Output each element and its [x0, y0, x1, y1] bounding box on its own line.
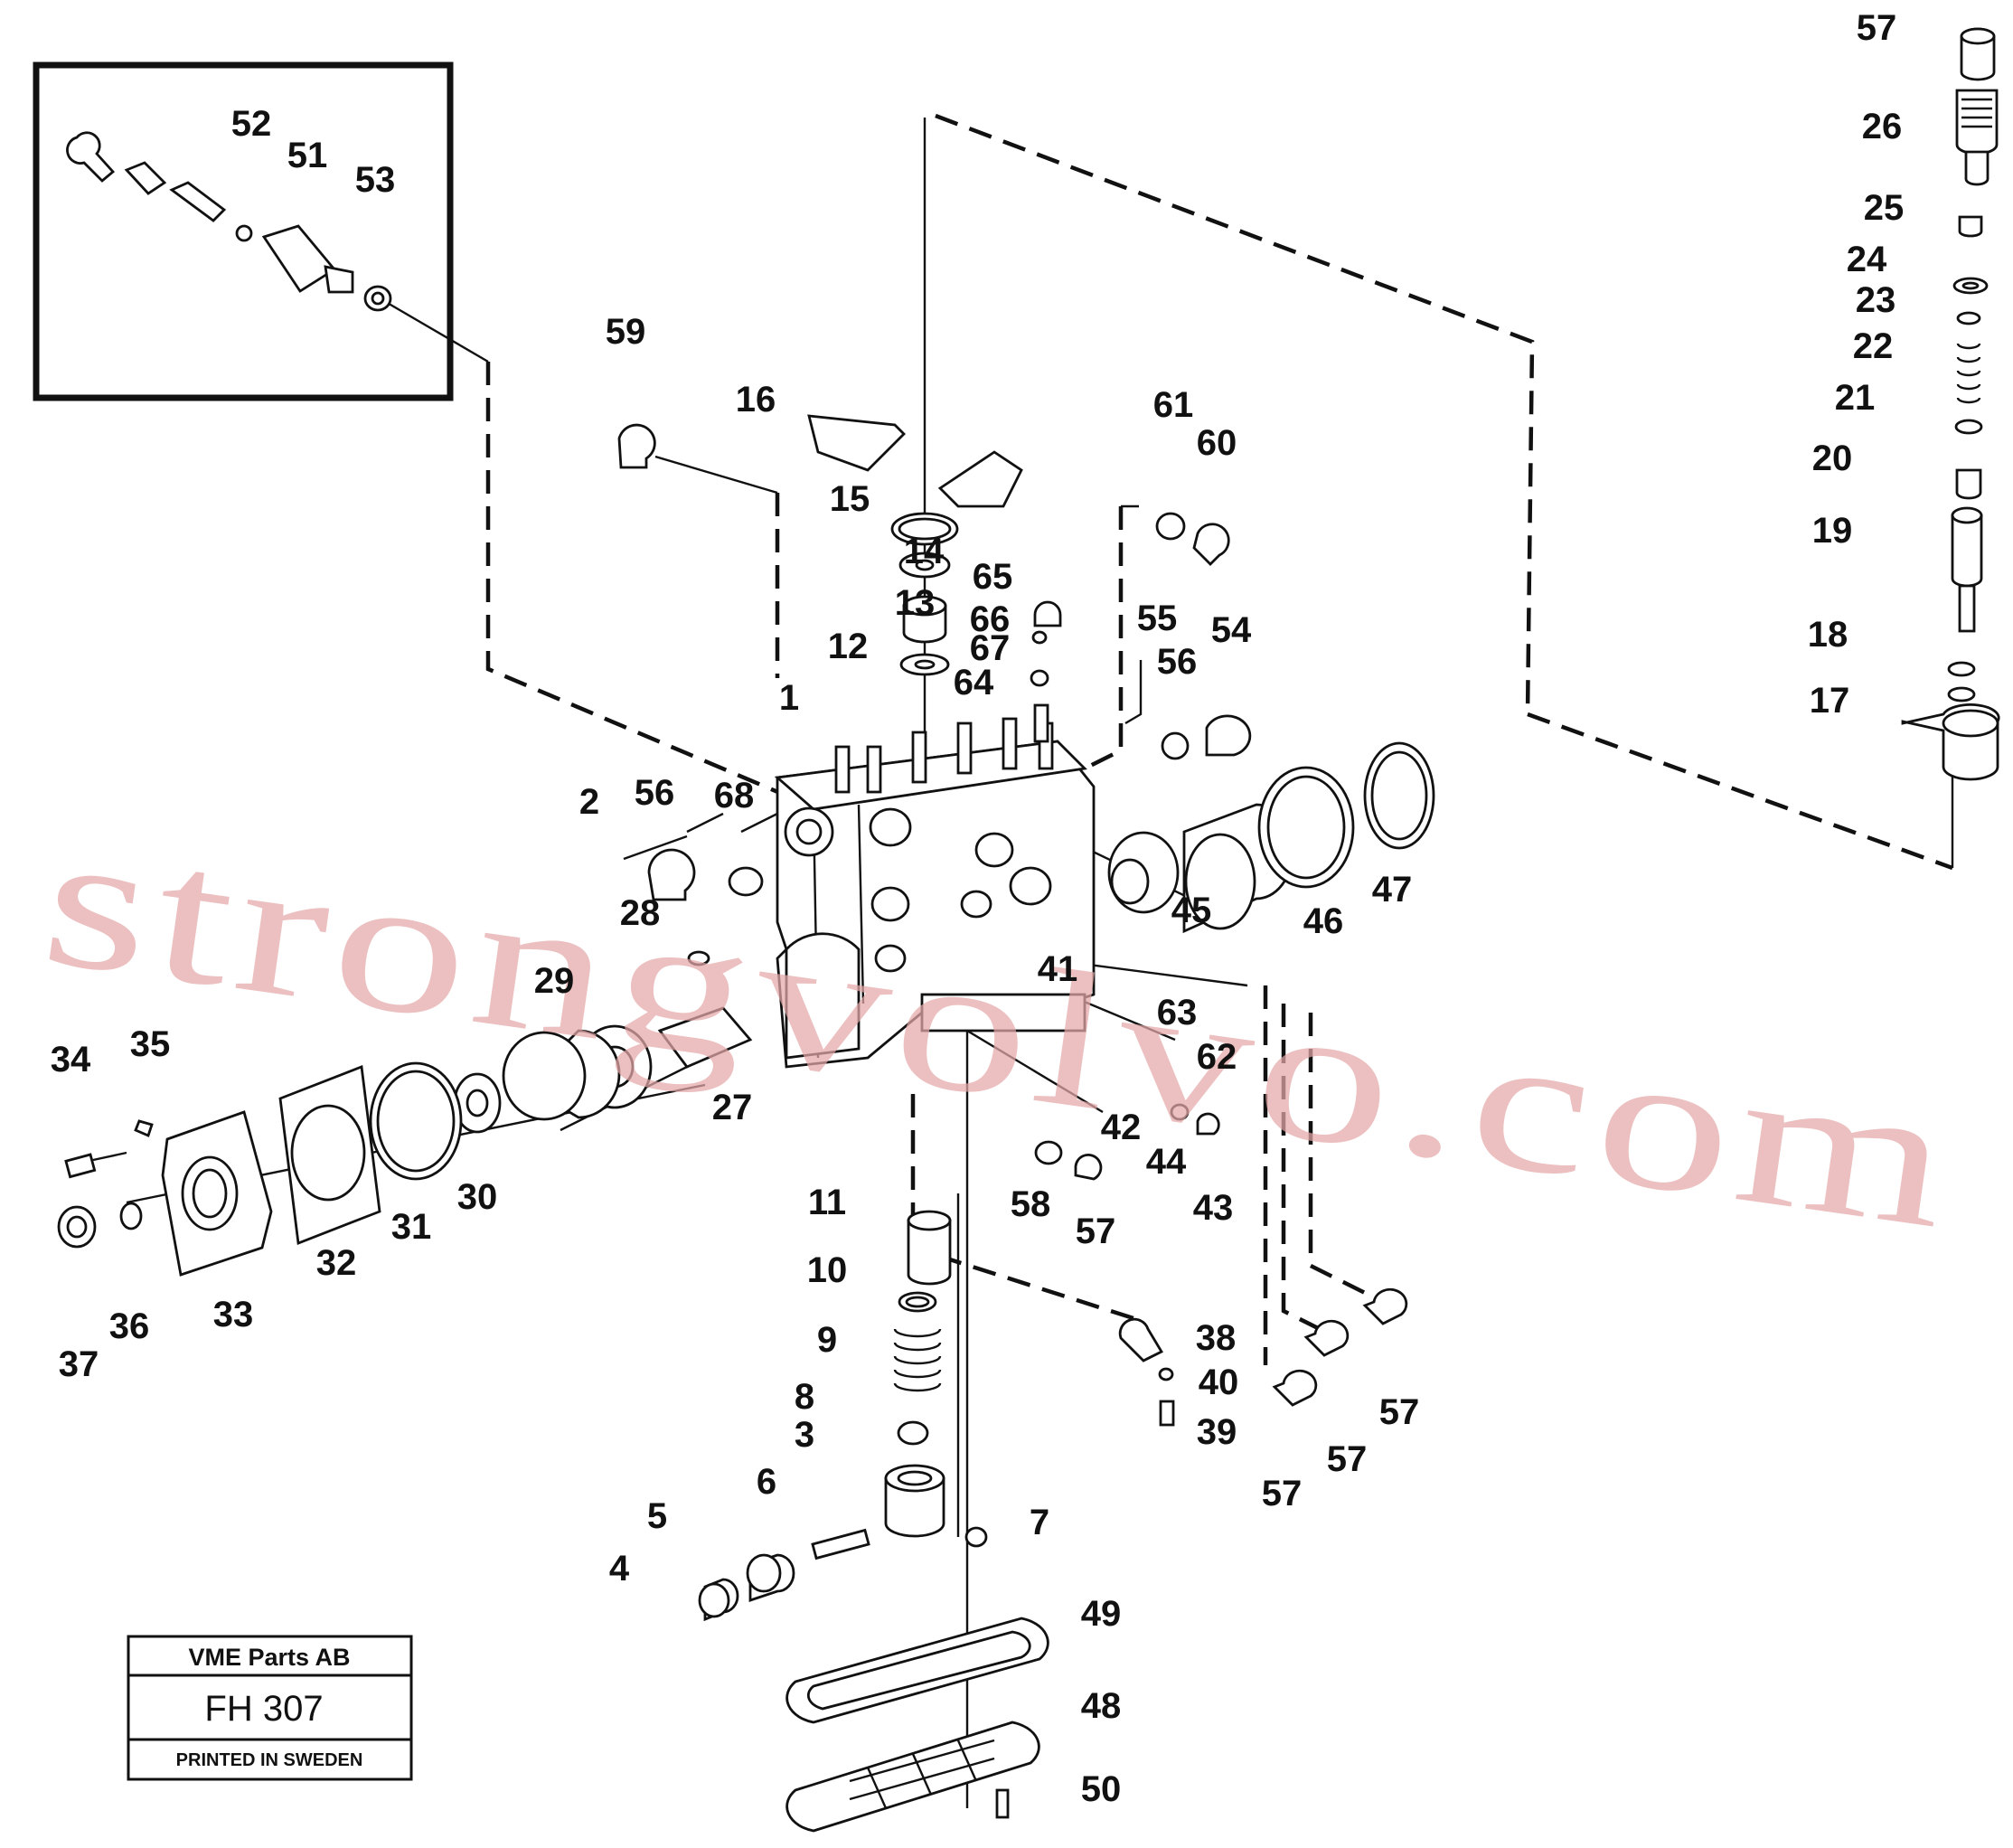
- callout-26: 26: [1862, 107, 1903, 146]
- callout-60: 60: [1197, 423, 1237, 463]
- callout-2: 2: [579, 782, 599, 822]
- callout-64: 64: [954, 663, 994, 702]
- callout-65: 65: [973, 557, 1013, 597]
- callout-42: 42: [1101, 1108, 1142, 1147]
- callout-28: 28: [620, 893, 661, 933]
- callout-61: 61: [1153, 385, 1194, 425]
- callout-50: 50: [1081, 1769, 1122, 1809]
- callout-57: 57: [1076, 1212, 1116, 1251]
- callout-41: 41: [1038, 949, 1078, 989]
- callout-15: 15: [830, 479, 870, 519]
- front-right-parts: [1107, 741, 1435, 934]
- callout-16: 16: [736, 380, 776, 420]
- callout-57: 57: [1857, 8, 1897, 48]
- callout-21: 21: [1835, 378, 1876, 418]
- callout-38: 38: [1196, 1318, 1237, 1358]
- callout-4: 4: [609, 1549, 630, 1589]
- callout-62: 62: [1197, 1037, 1237, 1077]
- callout-49: 49: [1081, 1594, 1122, 1634]
- title-block-footer: PRINTED IN SWEDEN: [176, 1750, 363, 1770]
- pump-housing: [774, 717, 1096, 1069]
- title-block-company: VME Parts AB: [188, 1644, 350, 1671]
- callout-33: 33: [213, 1295, 254, 1334]
- callout-19: 19: [1812, 511, 1853, 551]
- callout-44: 44: [1146, 1142, 1187, 1182]
- callout-66: 66: [970, 599, 1011, 639]
- callout-7: 7: [1030, 1503, 1049, 1542]
- callout-29: 29: [534, 961, 575, 1001]
- callout-1: 1: [779, 678, 799, 718]
- callout-35: 35: [130, 1024, 171, 1064]
- callout-6: 6: [757, 1462, 776, 1502]
- callout-18: 18: [1808, 615, 1848, 655]
- callout-45: 45: [1171, 891, 1212, 930]
- title-block-code: FH 307: [204, 1689, 323, 1729]
- callout-12: 12: [828, 627, 869, 666]
- drive-side-parts: [57, 848, 764, 1277]
- callout-22: 22: [1853, 326, 1894, 366]
- callout-25: 25: [1864, 188, 1905, 228]
- callout-9: 9: [817, 1320, 837, 1360]
- callout-46: 46: [1303, 901, 1344, 941]
- callout-56: 56: [1157, 642, 1198, 682]
- callout-55: 55: [1137, 599, 1178, 638]
- callout-24: 24: [1847, 240, 1887, 279]
- plunger-stack: [698, 1210, 988, 1622]
- callout-51: 51: [287, 136, 328, 175]
- callout-53: 53: [355, 160, 396, 200]
- callout-39: 39: [1197, 1412, 1237, 1452]
- bottom-gasket-cover: [785, 1617, 1049, 1833]
- callout-43: 43: [1193, 1188, 1234, 1228]
- callout-59: 59: [606, 312, 646, 352]
- callout-34: 34: [51, 1040, 91, 1080]
- inset-relief-valve: [33, 61, 454, 401]
- callout-32: 32: [316, 1243, 357, 1283]
- callout-63: 63: [1157, 993, 1198, 1032]
- callout-5: 5: [647, 1496, 667, 1536]
- callout-57: 57: [1379, 1392, 1420, 1432]
- callout-14: 14: [904, 532, 945, 571]
- callout-17: 17: [1810, 681, 1850, 721]
- callout-47: 47: [1372, 870, 1413, 910]
- callout-40: 40: [1199, 1362, 1239, 1402]
- callout-57: 57: [1327, 1439, 1368, 1479]
- callout-54: 54: [1211, 610, 1252, 650]
- callout-48: 48: [1081, 1686, 1122, 1726]
- top-parts: [617, 414, 1252, 760]
- callout-20: 20: [1812, 438, 1853, 478]
- callout-58: 58: [1011, 1184, 1051, 1224]
- callout-23: 23: [1856, 280, 1896, 320]
- callout-30: 30: [457, 1177, 498, 1217]
- lower-small-parts: [1034, 1103, 1408, 1427]
- callout-3: 3: [795, 1415, 814, 1455]
- callout-10: 10: [807, 1250, 848, 1290]
- callout-52: 52: [231, 104, 272, 144]
- title-block: VME Parts AB FH 307 PRINTED IN SWEDEN: [127, 1635, 413, 1781]
- callout-37: 37: [59, 1344, 99, 1384]
- callout-56: 56: [635, 773, 675, 813]
- callout-numbers: 5251535916151413121656667646160555654572…: [51, 8, 1905, 1809]
- callout-31: 31: [391, 1207, 432, 1247]
- callout-11: 11: [808, 1183, 846, 1222]
- callout-67: 67: [970, 628, 1011, 668]
- callout-36: 36: [109, 1306, 150, 1346]
- callout-8: 8: [795, 1377, 814, 1417]
- callout-27: 27: [712, 1088, 753, 1127]
- callout-13: 13: [895, 583, 936, 623]
- callout-68: 68: [714, 776, 755, 816]
- delivery-valve-stack: [1901, 27, 2000, 781]
- callout-57: 57: [1262, 1474, 1303, 1513]
